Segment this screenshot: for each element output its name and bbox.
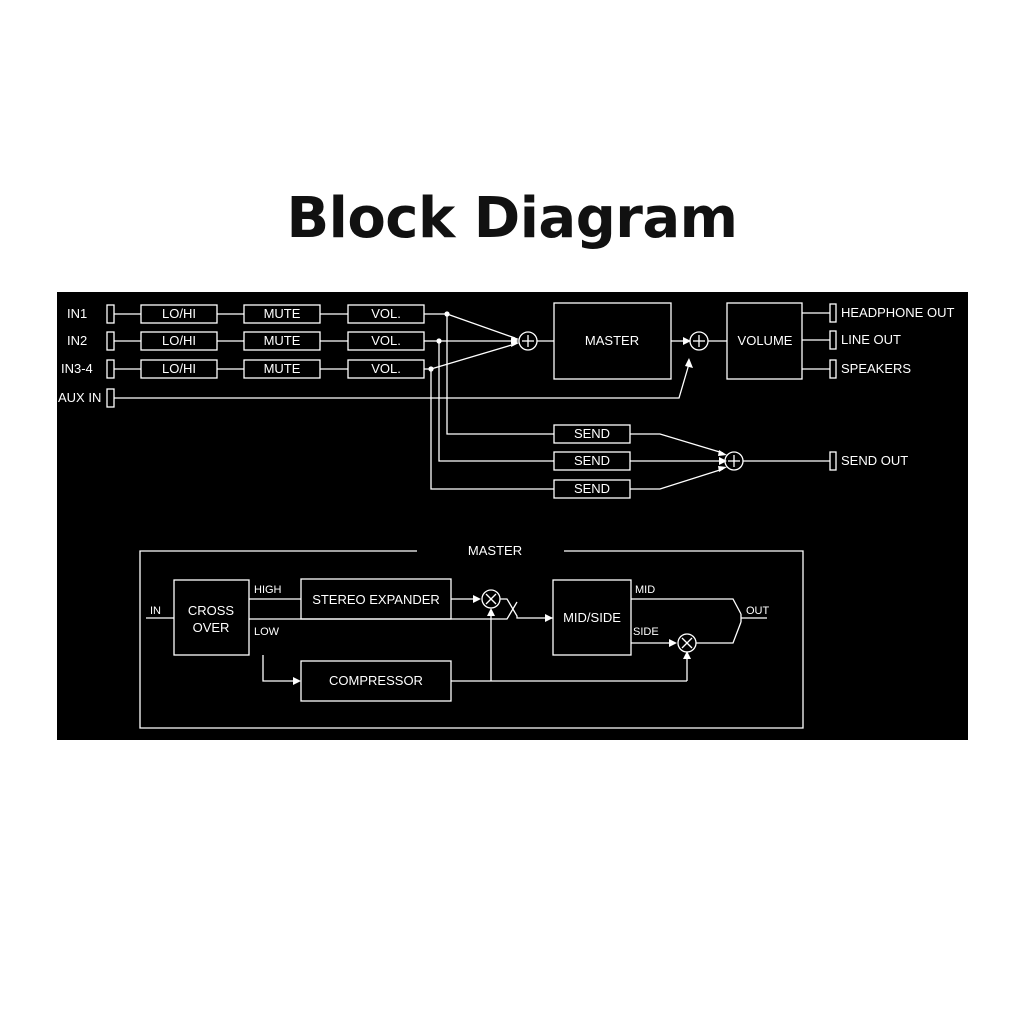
input-jack-in1 <box>106 304 115 324</box>
compressor-label: COMPRESSOR <box>329 673 423 688</box>
crossover-label-1: CROSS <box>188 603 235 618</box>
mid-side-label: MID/SIDE <box>563 610 621 625</box>
output-jack-headphone <box>829 303 837 323</box>
output-label-line: LINE OUT <box>841 332 901 347</box>
vol-label-in3-4: VOL. <box>371 361 401 376</box>
master-detail-title: MASTER <box>468 543 522 558</box>
crossover-block <box>173 579 250 656</box>
crossover-label-2: OVER <box>193 620 230 635</box>
input-label-aux-in: AUX IN <box>58 390 101 405</box>
send-label-3: SEND <box>574 481 610 496</box>
master-in-label: IN <box>150 605 161 617</box>
high-label: HIGH <box>254 584 282 596</box>
vol-label-in2: VOL. <box>371 333 401 348</box>
output-label-speakers: SPEAKERS <box>841 361 911 376</box>
mute-label-in3-4: MUTE <box>264 361 301 376</box>
input-jack-in3-4 <box>106 359 115 379</box>
input-label-in3-4: IN3-4 <box>61 361 93 376</box>
low-label: LOW <box>254 626 280 638</box>
input-jack-in2 <box>106 331 115 351</box>
master-block-label: MASTER <box>585 333 639 348</box>
output-label-send: SEND OUT <box>841 453 908 468</box>
send-label-2: SEND <box>574 453 610 468</box>
output-jack-speakers <box>829 359 837 379</box>
volume-block-label: VOLUME <box>738 333 793 348</box>
eq-label-in3-4: LO/HI <box>162 361 196 376</box>
output-label-headphone: HEADPHONE OUT <box>841 305 954 320</box>
volume-block <box>726 302 803 380</box>
mute-label-in2: MUTE <box>264 333 301 348</box>
input-label-in1: IN1 <box>67 306 87 321</box>
eq-label-in2: LO/HI <box>162 333 196 348</box>
stereo-expander-label: STEREO EXPANDER <box>312 592 440 607</box>
vol-label-in1: VOL. <box>371 306 401 321</box>
mute-label-in1: MUTE <box>264 306 301 321</box>
block-diagram: IN1 LO/HI MUTE VOL. IN2 LO/HI MUTE VOL. … <box>57 292 968 740</box>
input-jack-aux-in <box>106 388 115 408</box>
mid-label: MID <box>635 584 655 596</box>
mid-side-block <box>552 579 632 656</box>
page-title: Block Diagram <box>286 186 738 251</box>
output-jack-line <box>829 330 837 350</box>
send-label-1: SEND <box>574 426 610 441</box>
input-label-in2: IN2 <box>67 333 87 348</box>
output-jack-send <box>829 451 837 471</box>
eq-label-in1: LO/HI <box>162 306 196 321</box>
side-label: SIDE <box>633 626 659 638</box>
master-detail-frame <box>139 550 804 729</box>
out-label: OUT <box>746 605 770 617</box>
